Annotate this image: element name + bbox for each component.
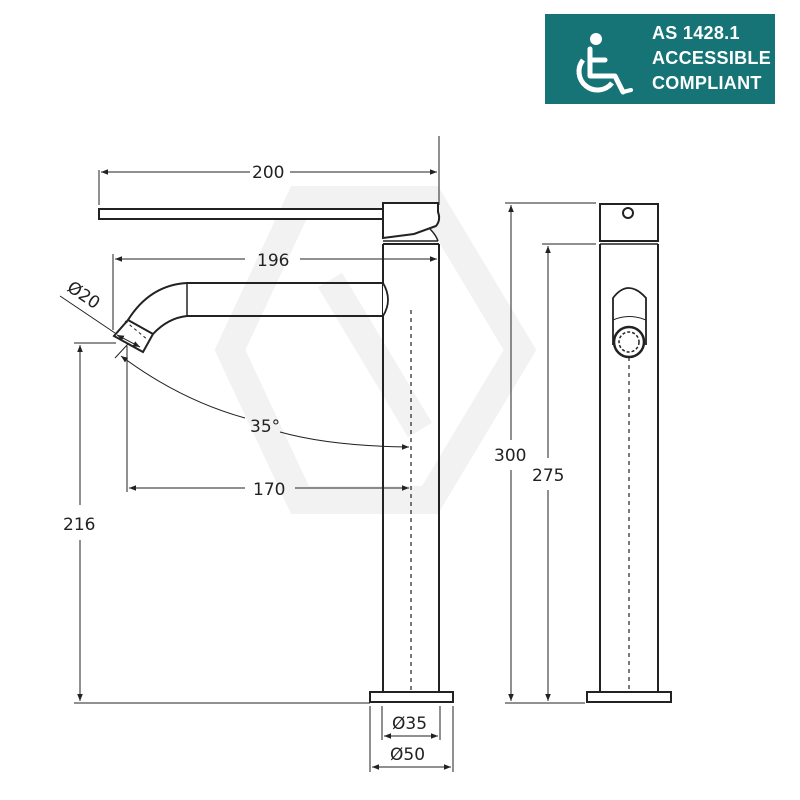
dim-body-diameter: Ø35: [392, 714, 427, 734]
accessibility-badge: AS 1428.1 ACCESSIBLE COMPLIANT: [545, 14, 775, 104]
dim-spout-diameter: Ø20: [63, 278, 103, 314]
handle-head: [382, 202, 441, 240]
watermark-logo: [214, 186, 537, 514]
dim-spout-angle: 35°: [250, 417, 280, 437]
side-view: [59, 136, 454, 772]
dim-overall-width: 200: [252, 163, 284, 183]
badge-line-3: COMPLIANT: [652, 73, 762, 93]
dim-spout-reach: 196: [257, 251, 289, 271]
wheelchair-accessibility-icon: [576, 33, 633, 95]
dim-outlet-height: 216: [63, 515, 95, 535]
front-view: [505, 202, 672, 704]
badge-line-2: ACCESSIBLE: [652, 48, 772, 68]
dim-base-diameter: Ø50: [390, 745, 425, 765]
lever-handle: [98, 208, 384, 220]
badge-line-1: AS 1428.1: [652, 23, 740, 43]
dim-overall-height: 300: [494, 446, 526, 466]
dim-body-height: 275: [532, 466, 564, 486]
base-plate: [369, 691, 454, 703]
dim-outlet-to-centre: 170: [253, 480, 285, 500]
